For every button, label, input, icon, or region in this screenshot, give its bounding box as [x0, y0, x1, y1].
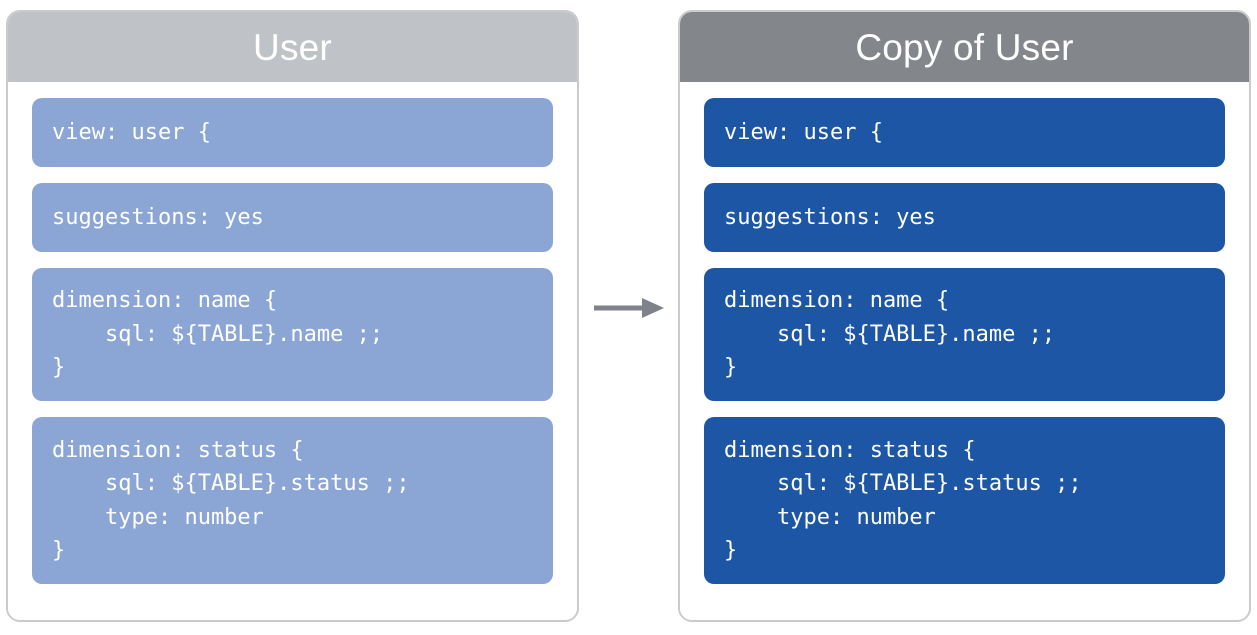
code-block-dimension-name: dimension: name { sql: ${TABLE}.name ;; … [32, 268, 553, 401]
code-block-suggestions-param-copy: suggestions: yes [704, 183, 1225, 252]
code-block-dimension-status-copy: dimension: status { sql: ${TABLE}.status… [704, 417, 1225, 584]
panel-copy-of-user: Copy of User view: user { suggestions: y… [678, 10, 1251, 622]
code-block-view-declaration-copy: view: user { [704, 98, 1225, 167]
code-block-dimension-name-copy: dimension: name { sql: ${TABLE}.name ;; … [704, 268, 1225, 401]
panel-title-copy: Copy of User [680, 12, 1249, 82]
code-block-suggestions-param: suggestions: yes [32, 183, 553, 252]
code-block-dimension-status: dimension: status { sql: ${TABLE}.status… [32, 417, 553, 584]
panel-source-user: User view: user { suggestions: yes dimen… [6, 10, 579, 622]
flow-arrow [594, 296, 666, 320]
arrow-right-icon [594, 298, 664, 318]
panel-title-source: User [8, 12, 577, 82]
code-block-view-declaration: view: user { [32, 98, 553, 167]
panel-body-source: view: user { suggestions: yes dimension:… [8, 82, 577, 620]
panel-body-copy: view: user { suggestions: yes dimension:… [680, 82, 1249, 620]
